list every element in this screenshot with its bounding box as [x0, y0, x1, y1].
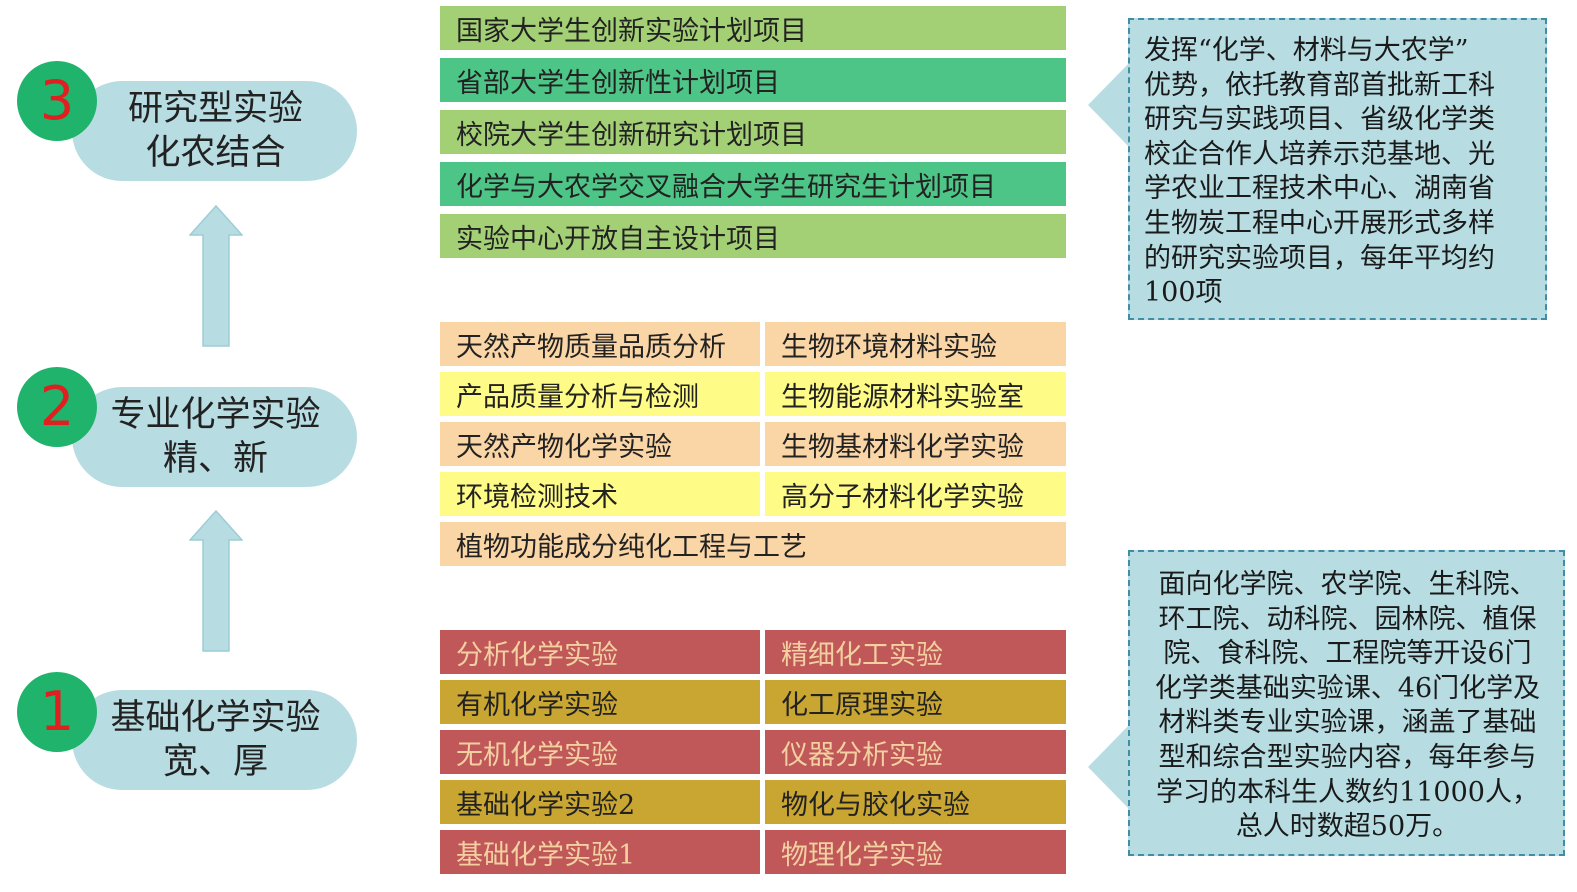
- research-project-item: 省部大学生创新性计划项目: [440, 58, 1066, 102]
- course-cell: 基础化学实验1: [440, 830, 760, 874]
- stage-2-pill: [72, 387, 357, 487]
- callout-line: 面向化学院、农学院、生科院、: [1158, 569, 1537, 600]
- callout-pointer-icon: [1088, 60, 1132, 150]
- callout-pointer-icon: [1088, 722, 1132, 812]
- callout-line: 优势，依托教育部首批新工科: [1144, 69, 1495, 101]
- course-cell: 产品质量分析与检测: [440, 372, 760, 416]
- stage-3-pill: [72, 81, 357, 181]
- callout-line: 环工院、动科院、园林院、植保: [1158, 603, 1537, 635]
- callout-line: 材料类专业实验课，涵盖了基础: [1158, 707, 1537, 739]
- stage-3-title: 研究型实验: [127, 89, 303, 129]
- stage-1-pill: [72, 690, 357, 790]
- up-arrow-icon: [189, 510, 243, 652]
- callout-line: 总人时数超50万。: [1235, 811, 1460, 843]
- stage-3-subtitle: 化农结合: [145, 133, 286, 173]
- course-cell: 基础化学实验2: [440, 780, 760, 824]
- stage-2-subtitle: 精、新: [162, 439, 268, 479]
- stage-1-label: 基础化学实验 宽、厚: [72, 690, 357, 790]
- course-cell: 天然产物化学实验: [440, 422, 760, 466]
- callout-line: 化学类基础实验课、46门化学及: [1154, 672, 1541, 704]
- course-cell: 生物基材料化学实验: [765, 422, 1066, 466]
- research-project-item: 实验中心开放自主设计项目: [440, 214, 1066, 258]
- stage-1-subtitle: 宽、厚: [162, 742, 268, 782]
- callout-line: 学习的本科生人数约11000人，: [1156, 776, 1539, 808]
- callout-line: 100项: [1144, 277, 1223, 309]
- course-cell: 无机化学实验: [440, 730, 760, 774]
- stage-2-label: 专业化学实验 精、新: [72, 387, 357, 487]
- callout-line: 校企合作人培养示范基地、光: [1144, 138, 1495, 170]
- course-cell: 高分子材料化学实验: [765, 472, 1066, 516]
- stage-3-label: 研究型实验 化农结合: [72, 81, 357, 181]
- course-cell: 仪器分析实验: [765, 730, 1066, 774]
- callout-line: 发挥“化学、材料与大农学”: [1144, 35, 1469, 66]
- research-description-callout: 发挥“化学、材料与大农学” 优势，依托教育部首批新工科 研究与实践项目、省级化学…: [1128, 18, 1547, 320]
- stage-3-badge: 3: [17, 61, 97, 141]
- stage-2-badge: 2: [17, 367, 97, 447]
- research-project-item: 校院大学生创新研究计划项目: [440, 110, 1066, 154]
- up-arrow-icon: [189, 205, 243, 347]
- course-cell-wide: 植物功能成分纯化工程与工艺: [440, 522, 1066, 566]
- callout-line: 研究与实践项目、省级化学类: [1144, 104, 1495, 136]
- basic-description-callout: 面向化学院、农学院、生科院、 环工院、动科院、园林院、植保 院、食科院、工程院等…: [1128, 550, 1565, 856]
- course-cell: 环境检测技术: [440, 472, 760, 516]
- research-project-item: 国家大学生创新实验计划项目: [440, 6, 1066, 50]
- course-cell: 生物环境材料实验: [765, 322, 1066, 366]
- course-cell: 有机化学实验: [440, 680, 760, 724]
- course-cell: 精细化工实验: [765, 630, 1066, 674]
- course-cell: 天然产物质量品质分析: [440, 322, 760, 366]
- course-cell: 物化与胶化实验: [765, 780, 1066, 824]
- course-cell: 物理化学实验: [765, 830, 1066, 874]
- callout-line: 学农业工程技术中心、湖南省: [1144, 173, 1495, 205]
- course-cell: 分析化学实验: [440, 630, 760, 674]
- stage-1-title: 基础化学实验: [110, 698, 321, 738]
- course-cell: 化工原理实验: [765, 680, 1066, 724]
- callout-line: 的研究实验项目，每年平均约: [1144, 242, 1495, 274]
- course-cell: 生物能源材料实验室: [765, 372, 1066, 416]
- research-project-item: 化学与大农学交叉融合大学生研究生计划项目: [440, 162, 1066, 206]
- callout-line: 院、食科院、工程院等开设6门: [1163, 638, 1532, 670]
- stage-1-badge: 1: [17, 672, 97, 752]
- callout-line: 生物炭工程中心开展形式多样: [1144, 207, 1495, 239]
- callout-line: 型和综合型实验内容，每年参与: [1158, 741, 1537, 773]
- stage-2-title: 专业化学实验: [110, 395, 321, 435]
